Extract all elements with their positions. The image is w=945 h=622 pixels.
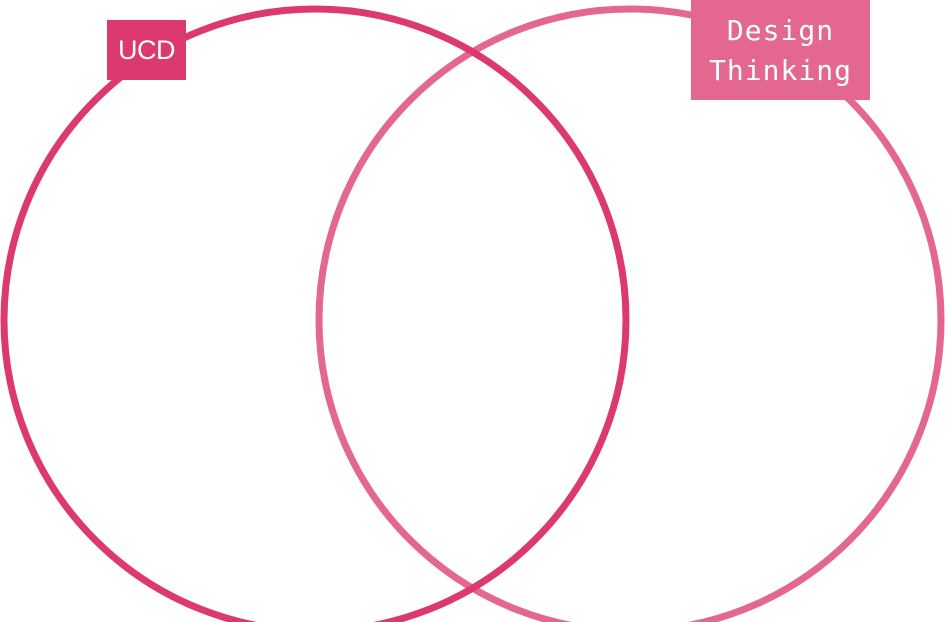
design-thinking-circle	[315, 5, 945, 622]
ucd-label: UCD	[107, 20, 186, 80]
design-thinking-label: Design Thinking	[691, 0, 870, 100]
ucd-circle	[0, 5, 630, 622]
